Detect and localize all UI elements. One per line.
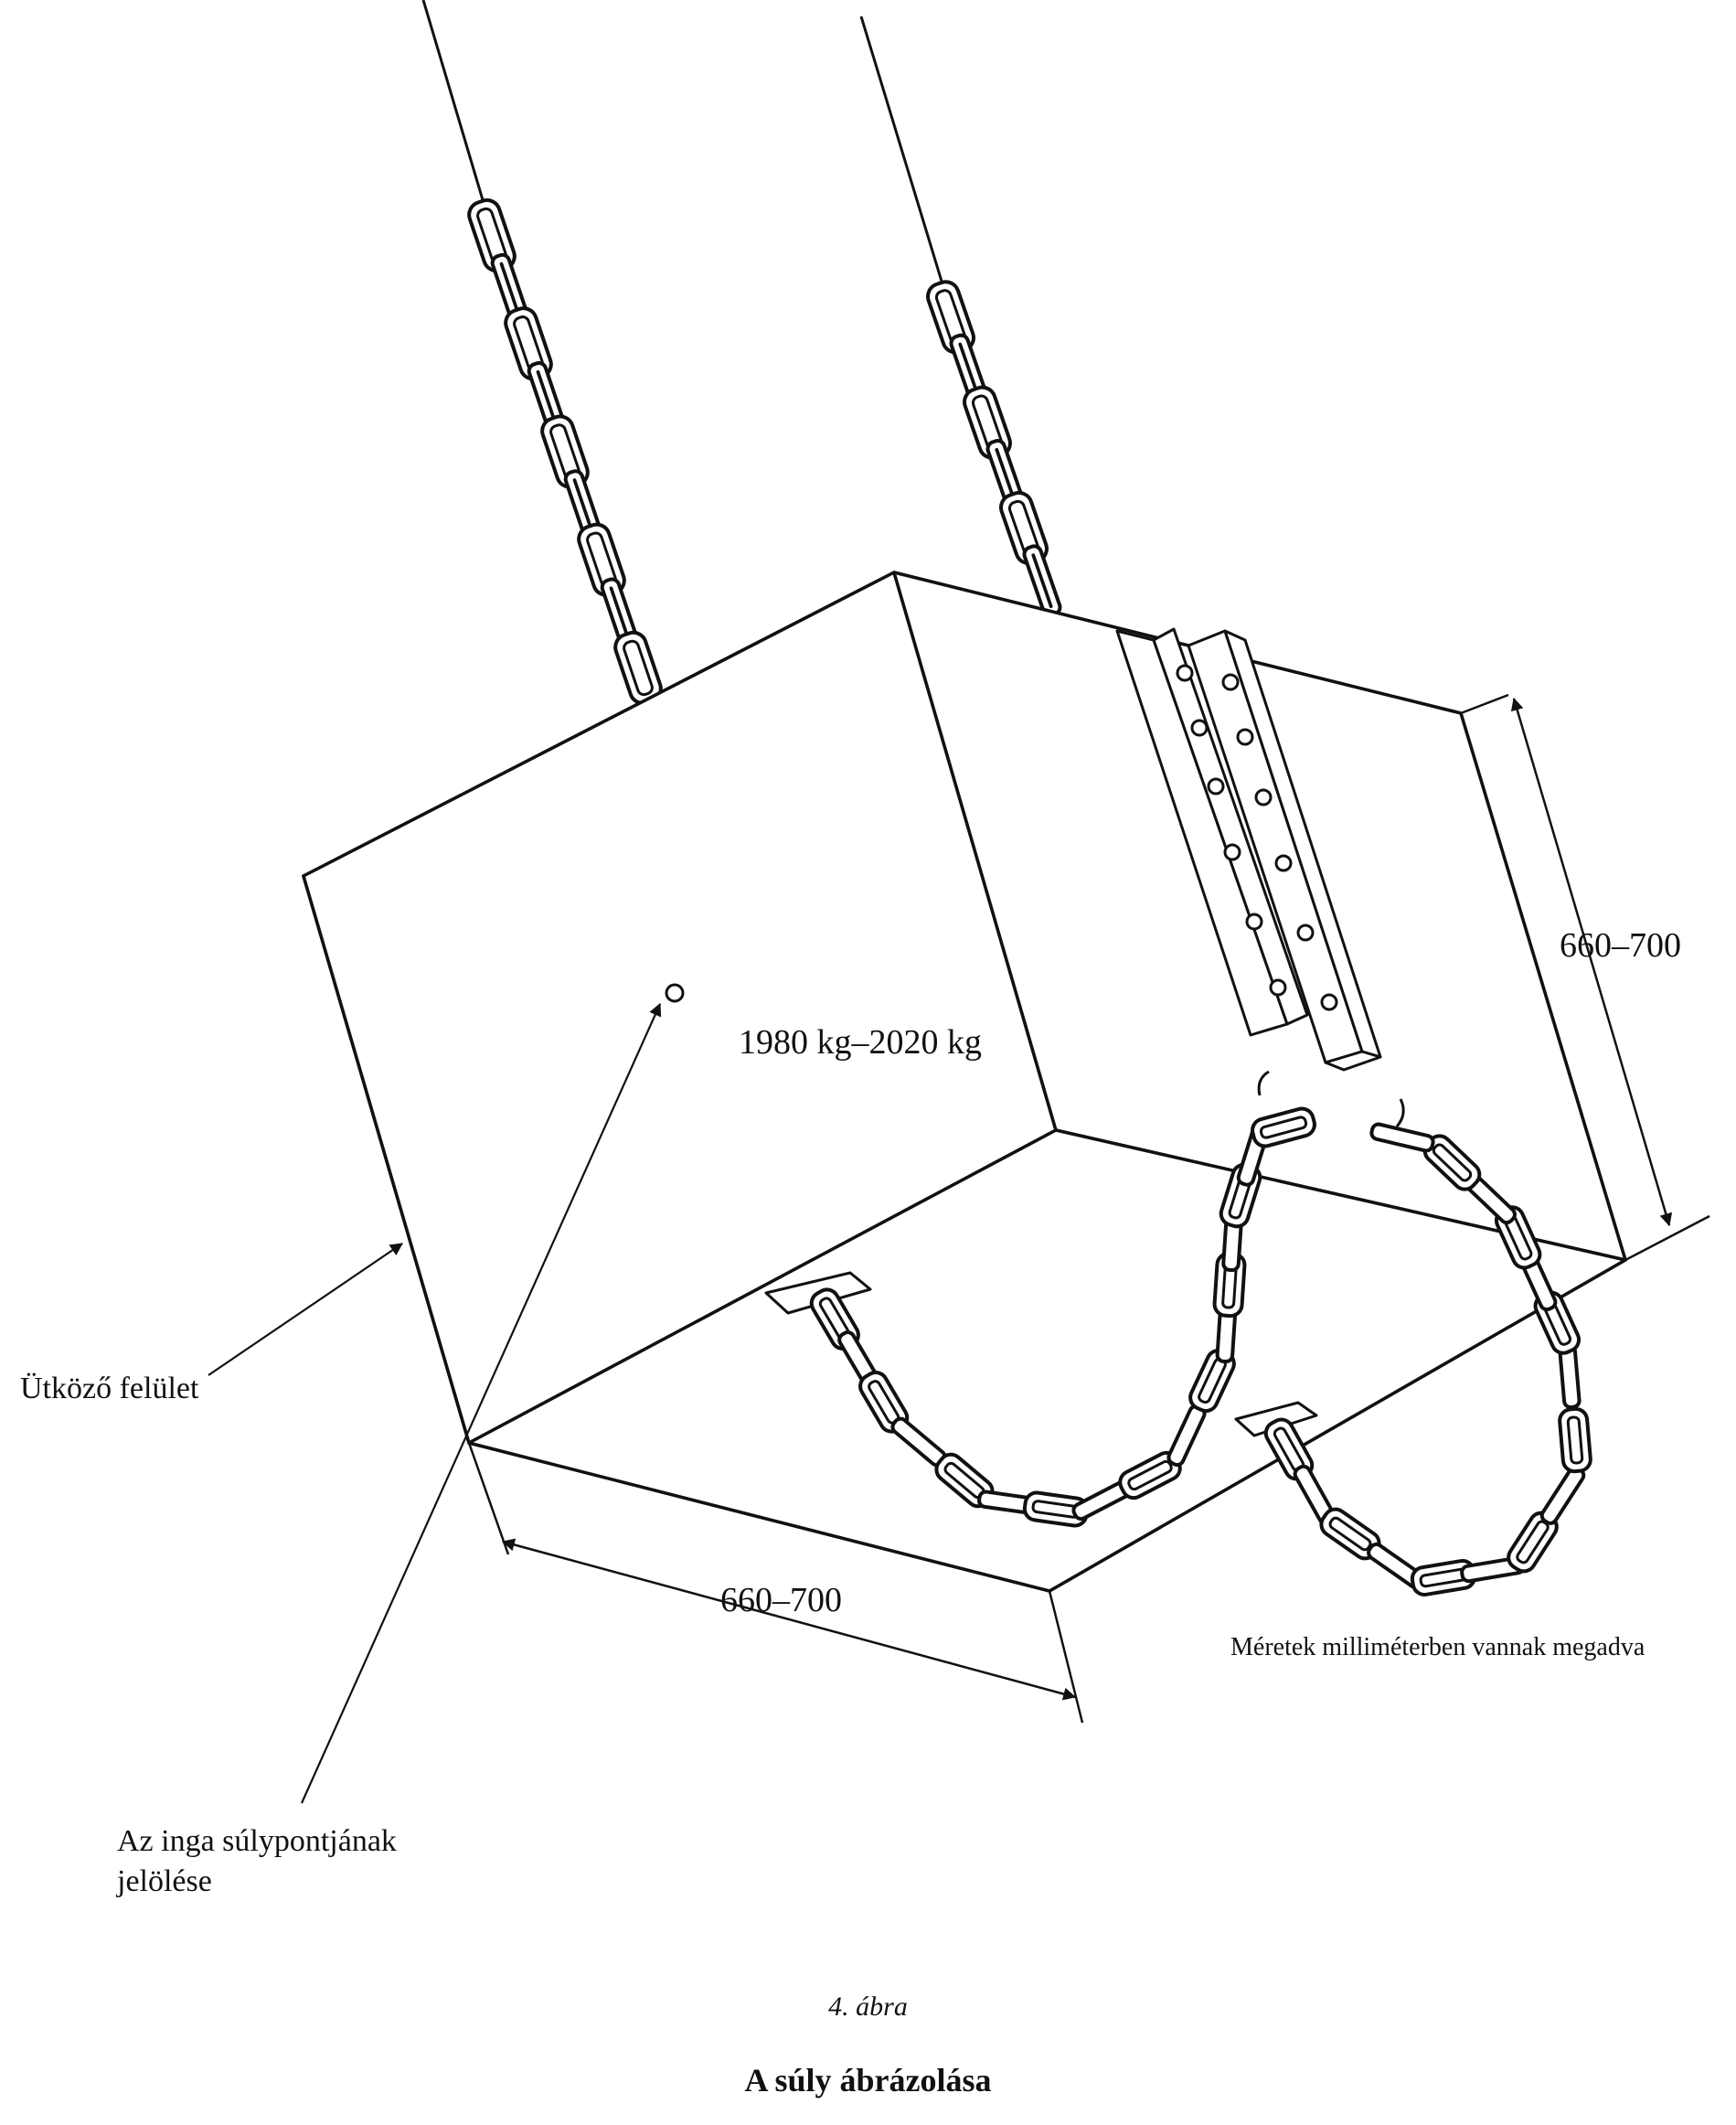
chain-link (1022, 1490, 1090, 1528)
bracket-foot (1324, 1050, 1382, 1072)
height-dimension-line (1510, 697, 1673, 1227)
cog-label-line1: Az inga súlypontjának (117, 1824, 397, 1858)
bracket-holes (1176, 664, 1338, 1011)
bracket-hole (1207, 777, 1225, 796)
suspension-cables (421, 0, 948, 297)
chain-link (1251, 1106, 1316, 1148)
cog-leader (300, 1002, 662, 1804)
figure-title: A súly ábrázolása (744, 2062, 992, 2098)
width-dimension-label: 660–700 (720, 1581, 842, 1619)
height-extension-top (1460, 693, 1509, 715)
chain-link (1558, 1406, 1592, 1474)
units-note: Méretek milliméterben vannak megadva (1230, 1633, 1645, 1661)
bracket-hole (1296, 924, 1315, 942)
chain-link (1369, 1122, 1435, 1153)
width-dimension-line (501, 1538, 1077, 1701)
bracket-hole (1176, 664, 1194, 682)
chain-link (934, 1452, 995, 1509)
width-dimension (467, 1442, 1084, 1724)
impact-surface-label: Ütköző felület (20, 1372, 199, 1405)
leader-lines (208, 1002, 662, 1804)
chain-hook-left (1257, 1070, 1270, 1096)
chain-link (1263, 1417, 1315, 1481)
chain-link (563, 469, 603, 542)
impact-surface-leader (208, 1243, 403, 1376)
chain-link (613, 630, 663, 706)
center-of-gravity-marker (665, 983, 685, 1003)
right-suspension-chain (926, 280, 1062, 617)
figure-number: 4. ábra (828, 1992, 908, 2022)
bracket-hole (1320, 993, 1338, 1011)
angle-brackets (1115, 627, 1382, 1072)
right-cable (859, 16, 948, 297)
center-of-gravity-label: Az inga súlypontjának jelölése (117, 1821, 446, 1902)
bracket-hole (1269, 978, 1287, 997)
bracket-hole (1245, 913, 1263, 931)
height-extension-bottom (1624, 1214, 1710, 1262)
chain-hook-right (1395, 1098, 1405, 1127)
bracket-hole (1190, 719, 1209, 737)
cog-label-line2: jelölése (117, 1864, 212, 1898)
block-outline (302, 571, 1627, 1593)
left-suspension-chain (467, 198, 663, 706)
bracket-hole (1254, 788, 1273, 806)
lifting-chain-left-loop (809, 1106, 1316, 1528)
left-cable (421, 0, 488, 213)
bracket-hole (1274, 854, 1293, 872)
width-extension-right (1048, 1590, 1084, 1724)
chain-link (1539, 1466, 1586, 1525)
bracket-hole (1236, 728, 1254, 746)
height-dimension (1460, 693, 1710, 1262)
bracket-hole (1221, 673, 1240, 691)
mass-label: 1980 kg–2020 kg (739, 1023, 982, 1062)
bracket-hole (1223, 843, 1241, 861)
lifting-chain-right-loop (1263, 1122, 1592, 1597)
width-extension-left (467, 1442, 510, 1555)
height-dimension-label: 660–700 (1560, 926, 1681, 965)
